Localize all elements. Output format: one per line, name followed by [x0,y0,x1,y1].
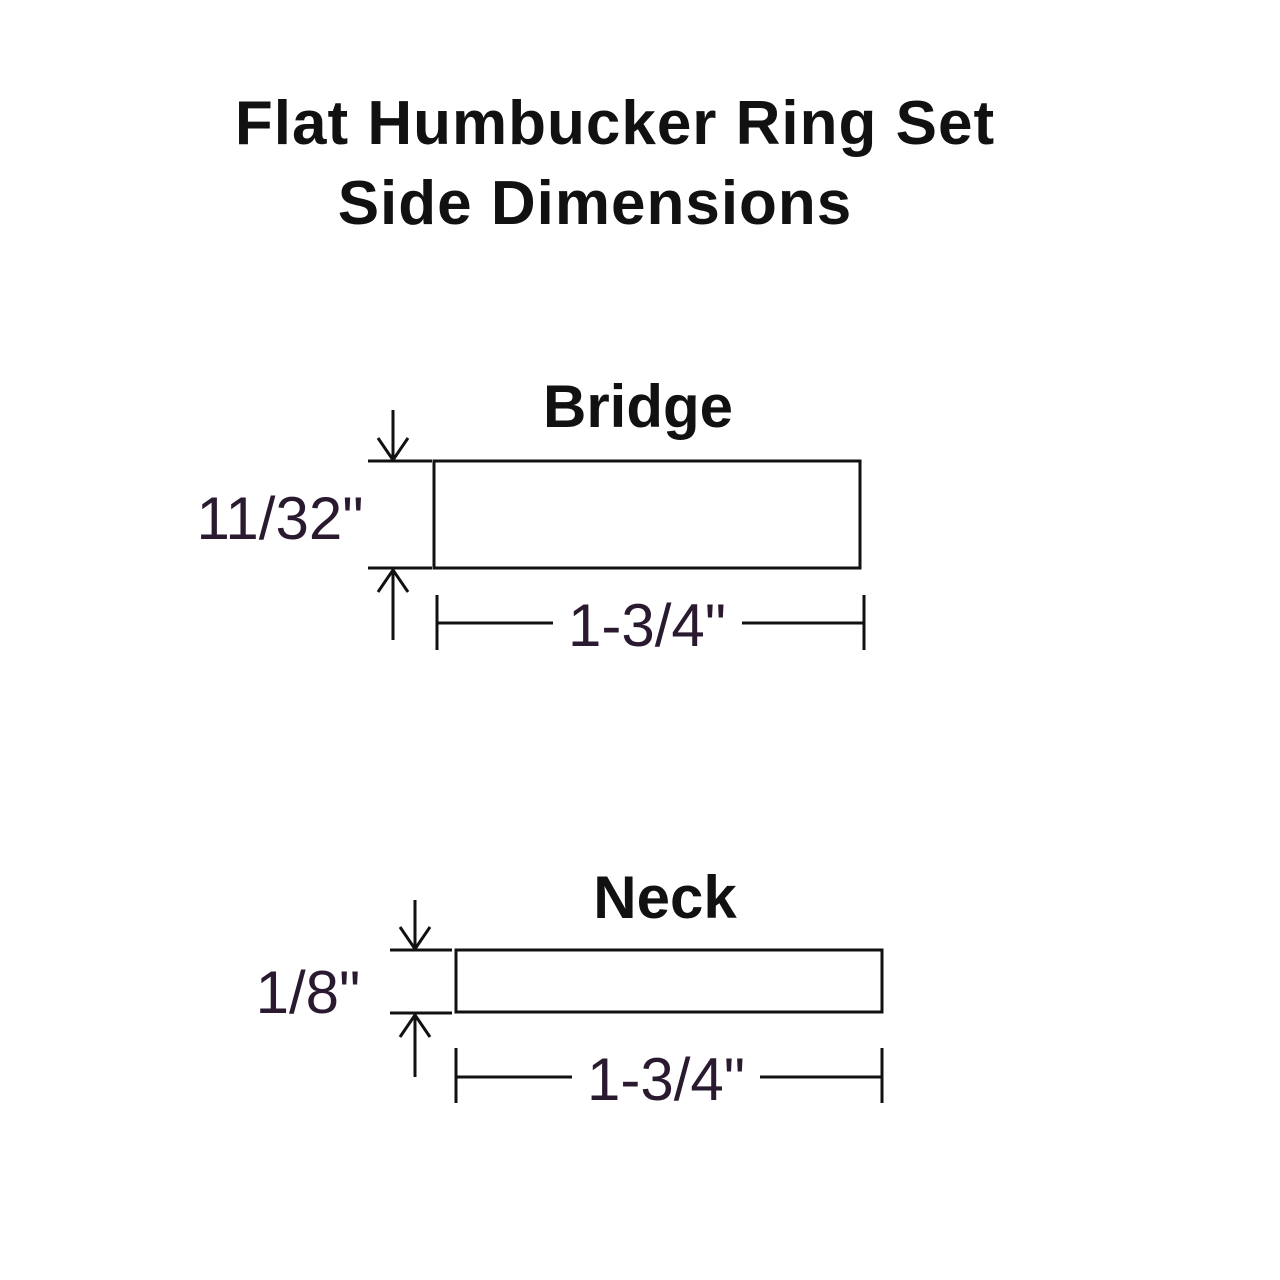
bridge-label: Bridge [543,373,733,440]
neck-height-dimension [390,900,452,1077]
neck-bottom-arrowhead [398,1012,432,1038]
diagram-title-line2: Side Dimensions [337,169,853,238]
bridge-width-dimension [435,595,866,650]
neck-width-label: 1-3/4" [587,1046,745,1113]
neck-label: Neck [593,864,737,931]
neck-profile-rect [454,948,884,1014]
neck-group: Neck 1/8" 1-3/4" [256,864,884,1113]
bridge-height-label: 11/32" [197,485,364,552]
bridge-profile-rect [432,459,862,570]
bridge-height-dimension [368,410,432,640]
diagram-title-line1: Flat Humbucker Ring Set [234,89,996,158]
neck-height-label: 1/8" [256,959,361,1026]
bridge-width-label: 1-3/4" [568,592,726,659]
neck-width-dimension [454,1048,884,1103]
bridge-group: Bridge 11/32" 1-3/4" [197,373,866,659]
bridge-bottom-arrowhead [376,567,410,593]
